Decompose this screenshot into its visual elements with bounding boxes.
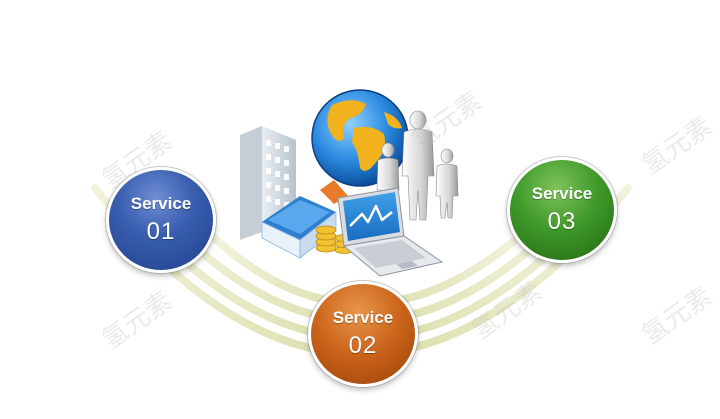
watermark-text: 氢元素 <box>637 111 718 180</box>
service-02-circle[interactable]: Service 02 <box>308 281 418 387</box>
service-01-number: 01 <box>146 218 176 245</box>
watermark-text: 氢元素 <box>637 281 718 350</box>
service-03-circle[interactable]: Service 03 <box>507 157 617 263</box>
laptop-icon <box>337 187 444 277</box>
service-01-circle[interactable]: Service 01 <box>106 167 216 273</box>
service-01-label: Service <box>130 194 192 213</box>
service-02-number: 02 <box>348 332 378 359</box>
service-02-label: Service <box>332 308 394 327</box>
service-03-number: 03 <box>547 208 577 235</box>
service-03-label: Service <box>531 184 593 203</box>
watermark-text: 氢元素 <box>97 286 178 355</box>
office-building-icon <box>240 126 296 240</box>
